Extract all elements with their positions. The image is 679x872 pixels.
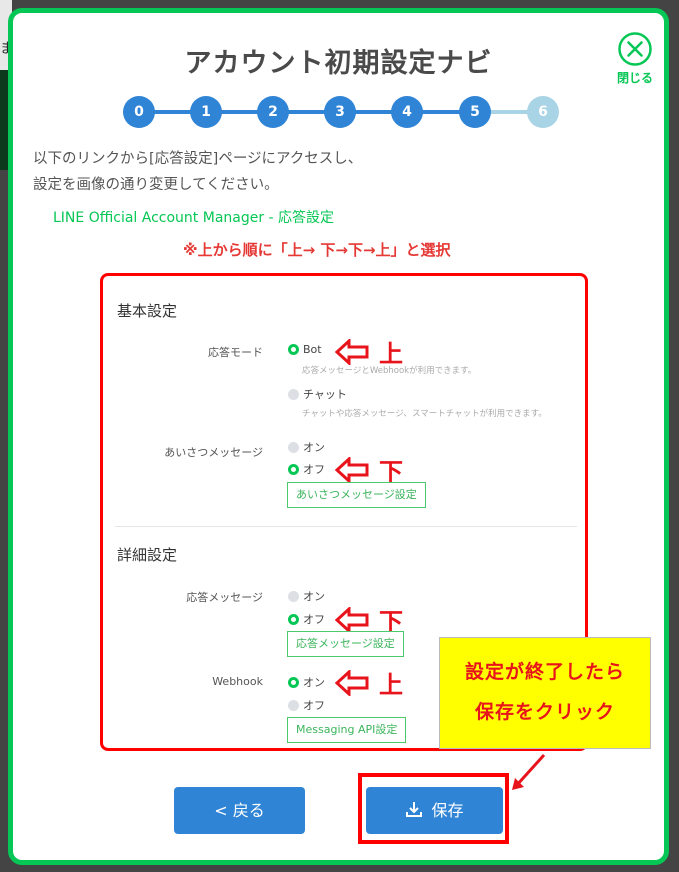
intro-line-1: 以下のリンクから[応答設定]ページにアクセスし、 bbox=[33, 151, 363, 167]
radio-selected-icon bbox=[288, 676, 299, 688]
close-circle-icon bbox=[618, 32, 652, 66]
left-arrow-icon bbox=[335, 606, 369, 633]
response-settings-link[interactable]: LINE Official Account Manager - 応答設定 bbox=[53, 210, 335, 226]
section-title-detail: 詳細設定 bbox=[117, 546, 178, 564]
radio-greeting-on[interactable]: オン bbox=[288, 439, 325, 455]
radio-unselected-icon bbox=[288, 441, 299, 453]
radio-selected-icon bbox=[288, 613, 299, 625]
progress-stepper: 0 1 2 3 4 5 6 bbox=[123, 96, 563, 128]
save-label: 保存 bbox=[431, 801, 464, 820]
step-3: 3 bbox=[324, 96, 356, 128]
settings-screenshot-panel: 基本設定 応答モード Bot 上 応答メッセージとWebhookが利用できます。… bbox=[100, 273, 588, 751]
back-button[interactable]: < 戻る bbox=[174, 787, 305, 834]
radio-bot[interactable]: Bot bbox=[288, 343, 322, 356]
annotation-arrow-up-2: 上 bbox=[335, 665, 403, 700]
save-highlight-frame bbox=[358, 773, 509, 844]
radio-unselected-icon bbox=[288, 590, 299, 602]
radio-webhook-on[interactable]: オン bbox=[288, 674, 325, 690]
annotation-arrow-up-1: 上 bbox=[335, 334, 403, 369]
instruction-text: ※上から順に「上→ 下→下→上」と選択 bbox=[183, 241, 451, 259]
label-greeting: あいさつメッセージ bbox=[164, 446, 263, 459]
step-4: 4 bbox=[391, 96, 423, 128]
radio-auto-reply-off[interactable]: オフ bbox=[288, 611, 325, 627]
close-label: 閉じる bbox=[616, 71, 653, 85]
radio-auto-reply-on[interactable]: オン bbox=[288, 588, 325, 604]
left-arrow-icon bbox=[335, 456, 369, 483]
messaging-api-settings-button[interactable]: Messaging API設定 bbox=[287, 717, 407, 743]
modal-title: アカウント初期設定ナビ bbox=[184, 48, 493, 79]
stepper-line-done bbox=[139, 110, 477, 114]
instruction-callout: 設定が終了したら 保存をクリック bbox=[439, 637, 651, 749]
step-5: 5 bbox=[459, 96, 491, 128]
greeting-settings-button[interactable]: あいさつメッセージ設定 bbox=[287, 482, 426, 508]
step-6: 6 bbox=[527, 96, 559, 128]
step-0: 0 bbox=[123, 96, 155, 128]
annotation-arrow-down-1: 下 bbox=[335, 452, 403, 487]
section-divider bbox=[115, 526, 577, 527]
callout-line-1: 設定が終了したら bbox=[464, 661, 625, 683]
callout-line-2: 保存をクリック bbox=[474, 701, 615, 723]
radio-selected-icon bbox=[288, 463, 299, 475]
section-title-basic: 基本設定 bbox=[117, 302, 178, 320]
radio-greeting-off[interactable]: オフ bbox=[288, 461, 325, 477]
close-button[interactable]: 閉じる bbox=[611, 31, 659, 86]
label-auto-reply: 応答メッセージ bbox=[186, 591, 263, 604]
intro-text: 以下のリンクから[応答設定]ページにアクセスし、 設定を画像の通り変更してくださ… bbox=[33, 146, 362, 198]
step-1: 1 bbox=[190, 96, 222, 128]
pointer-arrow-icon bbox=[512, 753, 546, 790]
label-webhook: Webhook bbox=[212, 675, 263, 688]
radio-webhook-off[interactable]: オフ bbox=[288, 697, 325, 713]
radio-selected-icon bbox=[288, 344, 299, 355]
stepper-line-pending bbox=[477, 110, 545, 114]
save-button[interactable]: 保存 bbox=[366, 787, 503, 834]
intro-line-2: 設定を画像の通り変更してください。 bbox=[33, 177, 279, 193]
chat-description: チャットや応答メッセージ、スマートチャットが利用できます。 bbox=[302, 409, 547, 419]
left-arrow-icon bbox=[335, 338, 369, 365]
bot-description: 応答メッセージとWebhookが利用できます。 bbox=[302, 366, 477, 376]
radio-chat[interactable]: チャット bbox=[288, 386, 347, 402]
step-2: 2 bbox=[257, 96, 289, 128]
download-icon bbox=[406, 802, 423, 817]
setup-navi-modal: アカウント初期設定ナビ 閉じる 0 1 2 3 4 5 6 以下のリンクから[応… bbox=[8, 8, 669, 865]
radio-unselected-icon bbox=[288, 699, 299, 711]
left-arrow-icon bbox=[335, 669, 369, 696]
auto-reply-settings-button[interactable]: 応答メッセージ設定 bbox=[287, 631, 404, 657]
label-response-mode: 応答モード bbox=[208, 346, 263, 359]
radio-unselected-icon bbox=[288, 388, 299, 400]
